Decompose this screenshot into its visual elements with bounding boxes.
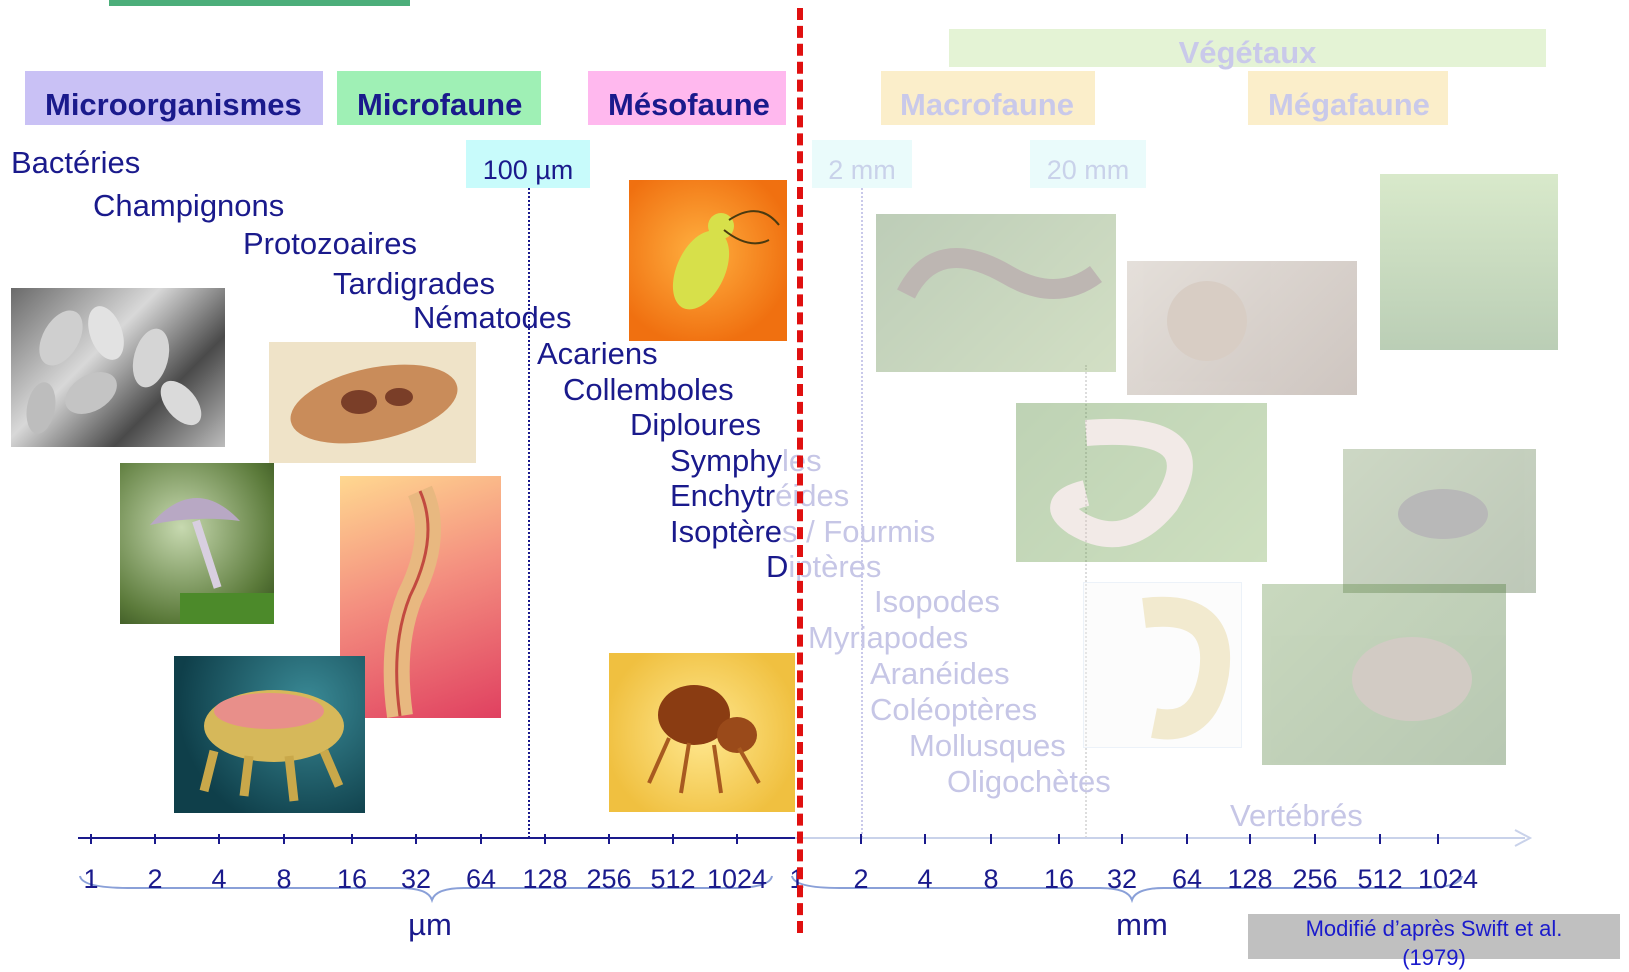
micro-macro-divider: [797, 8, 803, 933]
tardigrade-shape: [174, 656, 365, 813]
marker-20mm-label: 20 mm: [1030, 146, 1146, 194]
source-credit: Modifié d’après Swift et al. (1979): [1248, 914, 1620, 959]
tick-mm-512: 512: [1357, 864, 1402, 895]
label-isopodes: Isopodes: [874, 584, 1000, 620]
millipede-photo: [876, 214, 1116, 372]
label-tardigrades: Tardigrades: [333, 266, 495, 302]
tick-mm-2: 2: [853, 864, 868, 895]
tick-mm-256: 256: [1292, 864, 1337, 895]
tick-mm-64: 64: [1172, 864, 1202, 895]
mite-shape: [609, 653, 795, 812]
tardigrade-photo: [174, 656, 365, 813]
bacteria-shapes: [11, 288, 225, 447]
tick-mm-8: 8: [983, 864, 998, 895]
tick-um-32: 32: [401, 864, 431, 895]
protozoa-shape: [269, 342, 476, 463]
source-credit-line1: Modifié d’après Swift et al.: [1248, 914, 1620, 943]
mushroom-photo: [120, 463, 274, 624]
unit-um: µm: [408, 907, 452, 943]
tick-um-8: 8: [276, 864, 291, 895]
label-nematodes: Nématodes: [413, 300, 572, 336]
mole-photo: [1343, 449, 1536, 593]
label-dipteres: Diptères: [766, 549, 881, 585]
tick-um-1024: 1024: [707, 864, 767, 895]
tick-um-256: 256: [586, 864, 631, 895]
label-enchytreides: Enchytréides: [670, 478, 849, 514]
marker-2mm-label: 2 mm: [812, 146, 912, 194]
mite-photo: [609, 653, 795, 812]
bacteria-photo: [11, 288, 225, 447]
tick-mm-1024: 1024: [1418, 864, 1478, 895]
mesofaune-label: Mésofaune: [608, 79, 798, 131]
label-isopteres-a: Isoptère: [670, 514, 782, 549]
earthworm-photo: [1016, 403, 1267, 562]
marker-100um-label: 100 µm: [466, 146, 590, 194]
source-credit-line2: (1979): [1248, 943, 1620, 972]
tick-um-4: 4: [211, 864, 226, 895]
tick-um-128: 128: [522, 864, 567, 895]
snail-photo: [1127, 261, 1357, 395]
microorganismes-label: Microorganismes: [45, 79, 323, 131]
megafaune-label: Mégafaune: [1268, 79, 1430, 131]
label-collemboles: Collemboles: [563, 372, 734, 408]
top-green-bar: [109, 0, 410, 6]
vegetaux-label: Végétaux: [949, 29, 1546, 77]
microfaune-label: Microfaune: [357, 79, 522, 131]
label-protozoaires: Protozoaires: [243, 226, 417, 262]
label-champignons: Champignons: [93, 188, 284, 224]
vole-shape: [1262, 584, 1506, 765]
tick-mm-32: 32: [1107, 864, 1137, 895]
tick-um-16: 16: [337, 864, 367, 895]
label-diploures: Diploures: [630, 407, 761, 443]
tick-mm-4: 4: [917, 864, 932, 895]
vole-photo: [1262, 584, 1506, 765]
larva-shape: [1084, 583, 1241, 747]
label-symphyles-a: Symphy: [670, 443, 782, 478]
tick-mm-16: 16: [1044, 864, 1074, 895]
tick-um-512: 512: [650, 864, 695, 895]
tick-um-1: 1: [83, 864, 98, 895]
dotted-line-2mm: [861, 188, 863, 838]
millipede-shape: [876, 214, 1116, 372]
label-isopteres-b: s / Fourmis: [782, 514, 935, 549]
dotted-line-100um: [528, 188, 530, 838]
macrofaune-label: Macrofaune: [900, 79, 1074, 131]
label-mollusques: Mollusques: [909, 728, 1066, 764]
snail-shape: [1127, 261, 1357, 395]
springtail-photo: [629, 180, 787, 341]
larva-photo: [1083, 582, 1242, 748]
label-araneides: Aranéides: [870, 656, 1010, 692]
mole-shape: [1343, 449, 1536, 593]
springtail-shape: [629, 180, 787, 341]
label-dipteres-a: D: [766, 549, 788, 584]
label-enchytreides-a: Enchytr: [670, 478, 775, 513]
plant-photo: [1380, 174, 1558, 350]
unit-mm: mm: [1116, 907, 1168, 943]
label-coleopteres: Coléoptères: [870, 692, 1037, 728]
label-enchytreides-b: éides: [775, 478, 849, 513]
protozoa-photo: [269, 342, 476, 463]
label-bacteries: Bactéries: [11, 145, 140, 181]
label-acariens: Acariens: [537, 336, 658, 372]
earthworm-shape: [1016, 403, 1267, 562]
label-myriapodes: Myriapodes: [808, 620, 968, 656]
label-oligochetes: Oligochètes: [947, 764, 1111, 800]
tick-mm-128: 128: [1227, 864, 1272, 895]
mushroom-shape: [120, 463, 274, 624]
tick-um-2: 2: [147, 864, 162, 895]
tick-um-64: 64: [466, 864, 496, 895]
